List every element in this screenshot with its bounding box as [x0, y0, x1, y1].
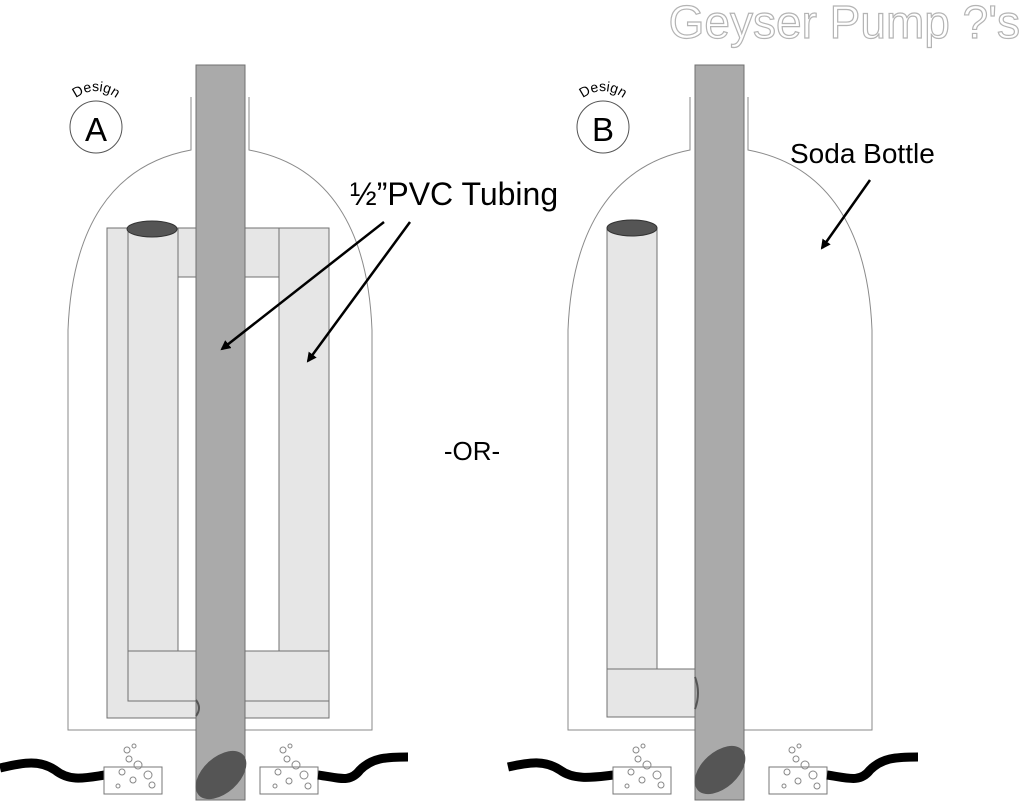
bottle-label: Soda Bottle [790, 138, 935, 169]
tube-opening-a [126, 220, 178, 238]
tubing-arrow-1 [220, 221, 385, 351]
design-letter-b: B [592, 111, 614, 148]
page-title: Geyser Pump ?'s [669, 0, 1020, 48]
tube-opening-b [606, 219, 658, 237]
air-stone-left-b [612, 766, 672, 795]
design-caption-a: Design [69, 78, 123, 101]
air-stone-right-a [259, 766, 319, 795]
center-tube-b [694, 64, 745, 801]
design-a: Design A [0, 64, 409, 801]
hose-right-b [826, 752, 919, 783]
fitting-b [694, 676, 699, 710]
design-badge-b [576, 100, 630, 154]
hose-right-a [317, 752, 409, 783]
tubing-label: ½”PVC Tubing [350, 176, 558, 212]
elbow-b [606, 668, 698, 718]
design-b: Design B [507, 64, 919, 801]
tube-end-a [195, 750, 247, 800]
center-tube-a [195, 64, 246, 801]
or-label: -OR- [444, 436, 500, 466]
bubbles-b [624, 743, 821, 790]
soda-bottle-b [567, 97, 873, 731]
air-stone-right-b [768, 766, 828, 795]
tube-end-b [694, 745, 746, 795]
fitting-a [195, 699, 200, 717]
hose-left-a [0, 758, 106, 783]
design-caption-b: Design [576, 78, 630, 101]
design-badge-a [69, 100, 123, 154]
design-letter-a: A [85, 111, 107, 148]
hose-left-b [507, 758, 615, 782]
air-stone-left-a [103, 766, 163, 795]
tubing-arrow-2 [306, 221, 412, 363]
side-tube-b [606, 227, 658, 691]
bubbles-a [115, 743, 312, 790]
bottle-arrow [820, 179, 872, 250]
